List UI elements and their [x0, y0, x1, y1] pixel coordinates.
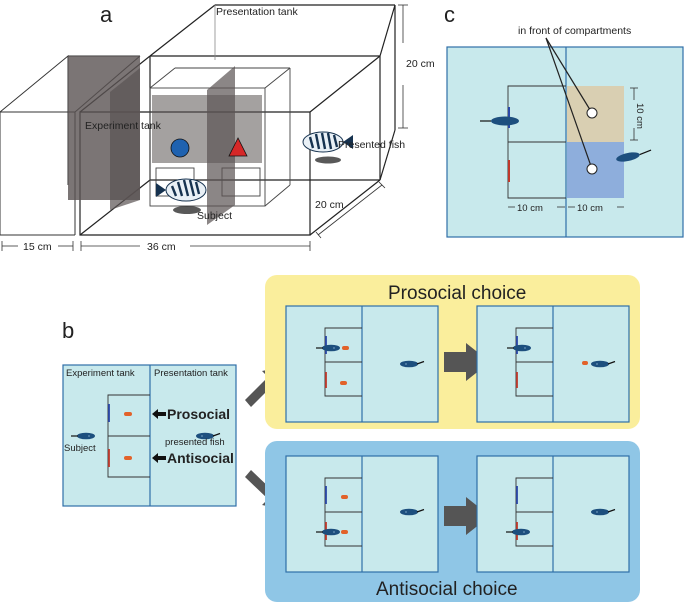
- blue-circle-stimulus: [170, 138, 190, 158]
- small-width-dimension: 15 cm: [23, 241, 52, 253]
- lower-zone-marker: [586, 163, 598, 175]
- presentation-tank-label: Presentation tank: [216, 6, 298, 18]
- antisocial-tank-before: [285, 455, 439, 573]
- panel-a: a: [0, 2, 435, 253]
- subject-label: Subject: [197, 210, 232, 222]
- experiment-tank-label: Experiment tank: [85, 120, 162, 132]
- right-width-dimension: 10 cm: [577, 203, 603, 214]
- prosocial-tank-after: [476, 305, 630, 423]
- prosocial-step-arrow-icon: [444, 343, 490, 381]
- food-upper-b: [124, 412, 132, 416]
- presented-fish-label: Presented fish: [338, 139, 405, 151]
- food-lower-b: [124, 456, 132, 460]
- presented-fish-c: [616, 149, 652, 162]
- presentation-tank-label-b: Presentation tank: [154, 368, 228, 379]
- red-triangle-stimulus: [228, 137, 248, 157]
- left-width-dimension: 10 cm: [517, 203, 543, 214]
- dimension-lines: [1, 4, 408, 251]
- compartment-outline: [507, 85, 566, 199]
- panel-a-letter: a: [100, 2, 113, 27]
- antisocial-tank-after: [476, 455, 630, 573]
- height-dimension: 20 cm: [406, 58, 435, 70]
- upper-zone-marker: [586, 107, 598, 119]
- antisocial-choice-title: Antisocial choice: [376, 579, 518, 600]
- pointer-lines: [545, 37, 593, 170]
- subject-label-b: Subject: [64, 443, 96, 454]
- antisocial-arrow-icon: [152, 453, 166, 463]
- prosocial-label: Prosocial: [167, 406, 230, 422]
- panel-b-main-compartments: [107, 394, 150, 478]
- presented-fish-icon: [302, 131, 353, 164]
- prosocial-tank-before: [285, 305, 439, 423]
- panel-c-letter: c: [444, 2, 455, 27]
- subject-fish-c: [480, 116, 519, 126]
- presentation-tank-outline: [149, 4, 396, 181]
- panel-b: b Experiment tank Presentation tank Subj…: [62, 275, 640, 602]
- prosocial-choice-title: Prosocial choice: [388, 283, 526, 304]
- panel-c-dimensions: [508, 87, 638, 208]
- antisocial-step-arrow-icon: [444, 497, 490, 535]
- depth-dimension: 20 cm: [315, 199, 344, 211]
- subject-fish-icon: [156, 178, 207, 214]
- compartment-divider: [207, 66, 235, 225]
- panel-c: c in front of compartments: [444, 2, 684, 238]
- experiment-tank-label-b: Experiment tank: [66, 368, 135, 379]
- front-of-compartments-label: in front of compartments: [518, 25, 631, 37]
- large-width-dimension: 36 cm: [147, 241, 176, 253]
- presented-fish-label-b: presented fish: [165, 437, 225, 448]
- zone-height-dimension: 10 cm: [634, 103, 645, 129]
- panel-b-letter: b: [62, 318, 74, 343]
- antisocial-label: Antisocial: [167, 450, 234, 466]
- prosocial-arrow-icon: [152, 409, 166, 419]
- opaque-partition-mid: [110, 68, 140, 210]
